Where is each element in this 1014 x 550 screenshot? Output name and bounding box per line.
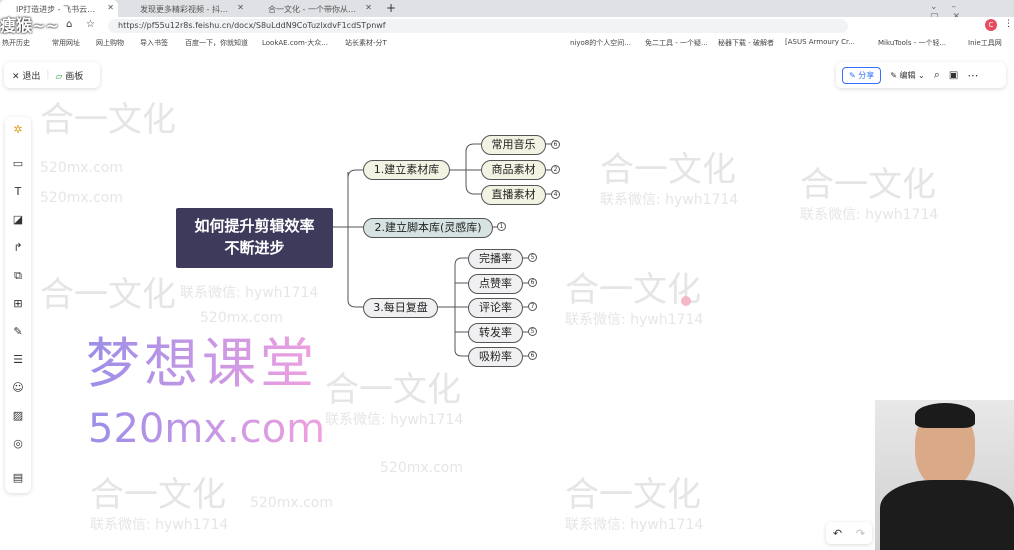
count-badge[interactable]: 4 [551, 190, 560, 199]
close-icon[interactable]: ✕ [237, 3, 244, 12]
frame-icon[interactable]: ⧉ [14, 269, 22, 282]
home-icon[interactable]: ⌂ [66, 19, 73, 30]
leaf-node[interactable]: 完播率 [468, 249, 523, 269]
leaf-node[interactable]: 常用音乐 [481, 135, 546, 155]
bookmark[interactable]: 免二工具 - 一个疑... [645, 39, 708, 47]
leaf-node[interactable]: 评论率 [468, 298, 523, 318]
image-icon[interactable]: ▨ [12, 409, 24, 422]
count-badge[interactable]: 6 [528, 278, 537, 287]
bookmark[interactable]: LookAE.com-大众... [262, 39, 328, 47]
palette-icon[interactable]: ◎ [13, 437, 23, 450]
bookmark[interactable]: Inie工具网 [968, 39, 1002, 47]
table-icon[interactable]: ⊞ [13, 297, 23, 310]
comment-icon[interactable]: ▤ [12, 471, 24, 484]
board-icon: ▱ [55, 71, 63, 82]
bookmark[interactable]: 百度一下，你就知道 [185, 39, 248, 47]
bookmark[interactable]: MikuTools - 一个轻... [878, 39, 947, 47]
count-badge[interactable]: 7 [528, 302, 537, 311]
branch-node[interactable]: 3.每日复盘 [363, 298, 438, 318]
mindmap-root-node[interactable]: 如何提升剪辑效率不断进步 [176, 208, 333, 268]
webcam-overlay [875, 400, 1014, 550]
leaf-node[interactable]: 吸粉率 [468, 347, 523, 367]
cursor-indicator [681, 296, 691, 306]
doc-icon[interactable]: ▣ [948, 69, 959, 81]
exit-label: 退出 [22, 71, 41, 82]
count-badge[interactable]: 1 [497, 222, 506, 231]
menu-icon[interactable]: ⋮ [1004, 19, 1013, 29]
share-label: 分享 [858, 70, 875, 80]
address-bar: 瘦猴~~ ⌂ ☆ https://pf55u12r8s.feishu.cn/do… [0, 17, 1014, 35]
bookmarks-bar: 热开历史 常用网址 网上购物 导入书签 百度一下，你就知道 LookAE.com… [0, 35, 1014, 50]
edit-button[interactable]: ✎ 编辑 ⌄ [890, 70, 925, 80]
ai-icon[interactable]: ✲ [13, 123, 23, 136]
watermark-title: 梦想课堂 [86, 332, 318, 395]
count-badge[interactable]: 6 [528, 351, 537, 360]
close-icon[interactable]: ✕ [365, 3, 372, 12]
presenter-hair [915, 403, 975, 428]
rectangle-icon[interactable]: ▭ [12, 157, 24, 170]
sticker-icon[interactable]: ☺ [12, 381, 24, 394]
url-input[interactable]: https://pf55u12r8s.feishu.cn/docx/S8uLdd… [108, 19, 848, 33]
mindmap-icon[interactable]: ☰ [13, 353, 23, 366]
url-text: https://pf55u12r8s.feishu.cn/docx/S8uLdd… [118, 21, 386, 30]
count-badge[interactable]: 5 [528, 253, 537, 262]
tab-heyi[interactable]: 合一文化 - 一个带你从0培训到月✕ [252, 0, 376, 17]
bookmark[interactable]: 秘器下载 - 破解者 [718, 39, 774, 47]
close-icon[interactable]: ✕ [107, 3, 114, 12]
bookmark[interactable]: 常用网址 [52, 39, 80, 47]
board-label: 画板 [65, 71, 84, 82]
text-icon[interactable]: T [14, 185, 22, 198]
edit-label: 编辑 [899, 70, 916, 80]
count-badge[interactable]: 2 [551, 165, 560, 174]
new-tab-icon[interactable]: + [386, 1, 397, 15]
bookmark[interactable]: niyo8的个人空间... [570, 39, 631, 47]
bookmark[interactable]: 导入书签 [140, 39, 168, 47]
root-line: 如何提升剪辑效率 [194, 217, 315, 235]
leaf-node[interactable]: 直播素材 [481, 185, 546, 205]
leaf-node[interactable]: 转发率 [468, 323, 523, 343]
bookmark[interactable]: 站长素材-分T [345, 39, 387, 47]
profile-avatar[interactable]: C [985, 19, 997, 31]
watermark-site: 520mx.com [88, 406, 326, 452]
count-badge[interactable]: 5 [528, 327, 537, 336]
left-top-toolbar: ✕ 退出 | ▱ 画板 [4, 62, 100, 88]
undo-redo: ↶↷ [826, 522, 872, 544]
tab-feishu[interactable]: IP打造进步 - 飞书云文档✕ [0, 0, 118, 17]
connector-icon[interactable]: ↱ [13, 241, 23, 254]
leaf-node[interactable]: 点赞率 [468, 274, 523, 294]
right-top-toolbar: ✎ 分享 ✎ 编辑 ⌄ ⌕ ▣ ⋯ [836, 62, 1006, 88]
branch-node[interactable]: 1.建立素材库 [363, 160, 450, 180]
bookmark[interactable]: [ASUS Armoury Cr... [785, 38, 855, 46]
undo-icon[interactable]: ↶ [832, 526, 843, 540]
sticky-note-icon[interactable]: ◪ [12, 213, 24, 226]
left-tool-panel: ✲ ▭ T ◪ ↱ ⧉ ⊞ ✎ ☰ ☺ ▨ ◎ ▤ [5, 117, 31, 493]
pen-icon[interactable]: ✎ [13, 325, 23, 338]
branch-node[interactable]: 2.建立脚本库(灵感库) [363, 218, 493, 238]
tab-douyin[interactable]: 发现更多精彩视频 - 抖音搜索✕ [124, 0, 248, 17]
share-button[interactable]: ✎ 分享 [842, 66, 882, 84]
count-badge[interactable]: 6 [551, 140, 560, 149]
redo-icon[interactable]: ↷ [855, 526, 866, 540]
exit-button[interactable]: ✕ 退出 [12, 71, 41, 82]
presenter-body [880, 480, 1014, 550]
board-button[interactable]: ▱ 画板 [55, 69, 83, 82]
more-icon[interactable]: ⋯ [967, 68, 979, 82]
bookmark[interactable]: 网上购物 [96, 39, 124, 47]
leaf-node[interactable]: 商品素材 [481, 160, 546, 180]
bookmark[interactable]: 热开历史 [2, 39, 30, 47]
root-line: 不断进步 [224, 239, 285, 257]
star-icon[interactable]: ☆ [86, 19, 95, 30]
overlay-caption: 瘦猴~~ [0, 16, 59, 35]
search-icon[interactable]: ⌕ [933, 68, 940, 81]
